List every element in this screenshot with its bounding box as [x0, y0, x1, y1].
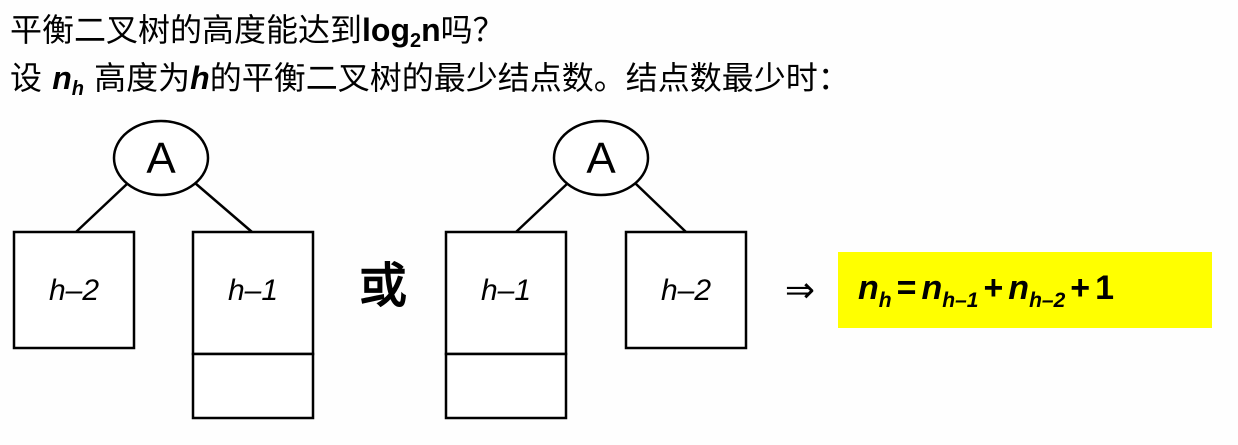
- definition-suffix: 的平衡二叉树的最少结点数。结点数最少时：: [209, 59, 850, 97]
- or-label: 或: [359, 258, 407, 314]
- log-text: log: [362, 12, 410, 48]
- right-tree-left-label: h–1: [481, 274, 531, 307]
- formula-term2-var: n: [1008, 269, 1030, 307]
- left-tree-edge-right: [194, 182, 253, 233]
- left-tree-right-label: h–1: [228, 274, 278, 307]
- left-tree-root-node: [112, 119, 210, 197]
- left-tree-extra-level: [191, 352, 315, 420]
- right-tree-edge-right: [634, 182, 687, 233]
- formula-highlight: [838, 252, 1212, 328]
- left-tree-edge-left: [75, 182, 129, 233]
- definition-prefix: 设: [10, 59, 53, 97]
- definition-line: 设 nh 高度为h的平衡二叉树的最少结点数。结点数最少时：: [10, 58, 850, 100]
- implies-arrow: ⇒: [785, 270, 815, 311]
- right-root-label: A: [586, 134, 616, 183]
- left-tree-left-subtree: [12, 230, 136, 350]
- right-tree-right-label: h–2: [661, 274, 711, 307]
- formula-plus-1: +: [983, 269, 1004, 307]
- h-var: h: [190, 60, 210, 96]
- formula-plus-2: +: [1070, 269, 1091, 307]
- definition-mid: 高度为: [83, 59, 191, 97]
- formula-term1-var: n: [921, 269, 943, 307]
- formula-term2-sub: h–2: [1029, 289, 1066, 312]
- right-tree-right-subtree: [624, 230, 748, 350]
- right-tree-left-subtree: [444, 230, 568, 356]
- formula-term1-sub: h–1: [942, 289, 979, 312]
- log-base: 2: [410, 30, 422, 52]
- log-arg: n: [421, 12, 441, 48]
- formula-equals: =: [896, 269, 917, 307]
- nh-sub: h: [71, 78, 84, 100]
- left-root-label: A: [146, 134, 176, 183]
- left-tree-left-label: h–2: [49, 274, 99, 307]
- recurrence-formula: nh=nh–1+nh–2+1: [858, 268, 1115, 311]
- right-tree-root-node: [552, 119, 650, 197]
- formula-lhs-sub: h: [878, 289, 892, 312]
- formula-lhs-var: n: [858, 269, 879, 307]
- question-suffix: 吗？: [440, 11, 505, 49]
- question-line: 平衡二叉树的高度能达到log2n吗？: [10, 10, 505, 52]
- formula-constant: 1: [1095, 269, 1115, 307]
- right-tree-extra-level: [444, 352, 568, 420]
- question-text: 平衡二叉树的高度能达到: [10, 11, 363, 49]
- nh-var: n: [52, 60, 72, 96]
- right-tree-edge-left: [515, 182, 569, 233]
